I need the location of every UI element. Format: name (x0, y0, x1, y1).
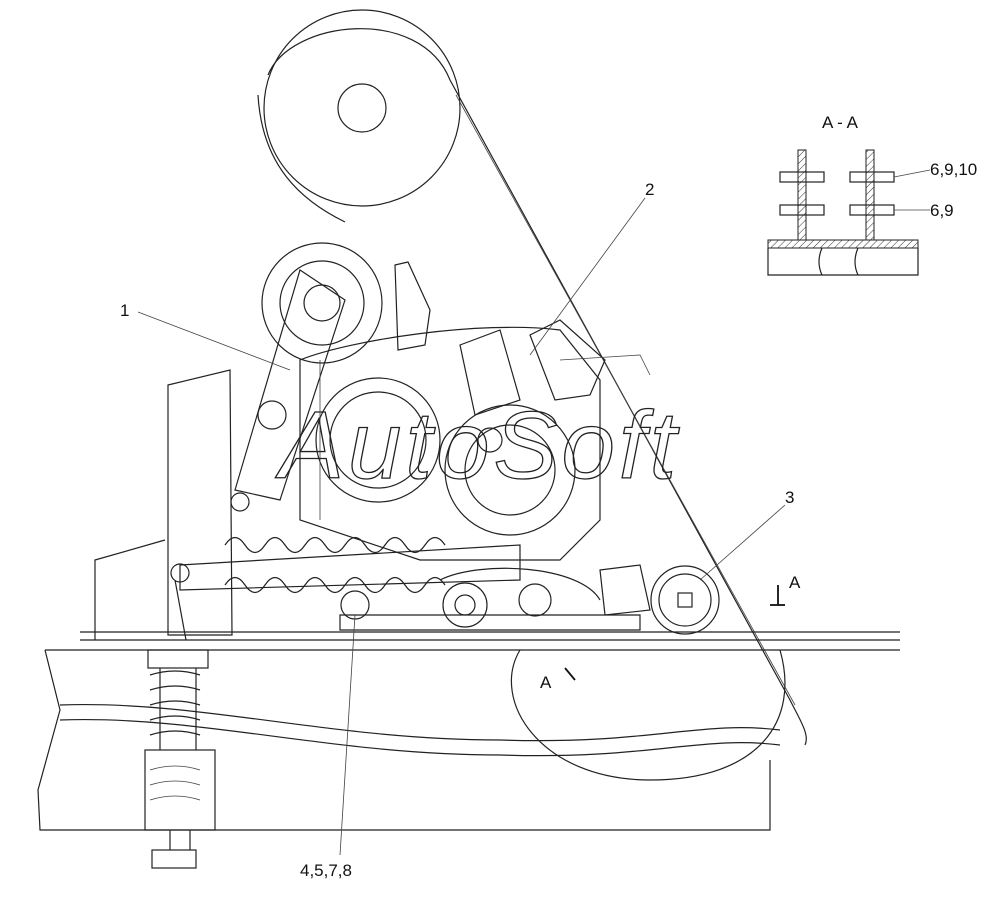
callout-2: 2 (645, 180, 654, 199)
section-label-bottom: 6,9 (930, 201, 954, 220)
spring-assembly (170, 536, 521, 641)
vertical-spring (144, 649, 216, 869)
watermark: AutoSoft (275, 392, 680, 499)
section-view: A - A 6,9,10 6,9 (767, 113, 977, 276)
callout-3: 3 (785, 488, 794, 507)
upper-pulley (263, 9, 461, 207)
base-rollers (339, 567, 641, 631)
section-marker-lower: A (540, 667, 576, 692)
section-label-top: 6,9,10 (930, 160, 977, 179)
callout-1: 1 (120, 301, 129, 320)
svg-text:A: A (540, 673, 552, 692)
svg-text:A: A (789, 573, 801, 592)
callout-4-5-7-8: 4,5,7,8 (300, 861, 352, 880)
callout-leaders (137, 197, 786, 856)
section-marker-upper: A (770, 573, 801, 606)
frame (37, 369, 900, 831)
section-title: A - A (822, 113, 859, 132)
sprocket (599, 564, 720, 635)
gearbox (299, 319, 651, 561)
lower-cover (510, 649, 786, 781)
tension-pulley (261, 242, 431, 364)
drive-belt (257, 28, 807, 746)
